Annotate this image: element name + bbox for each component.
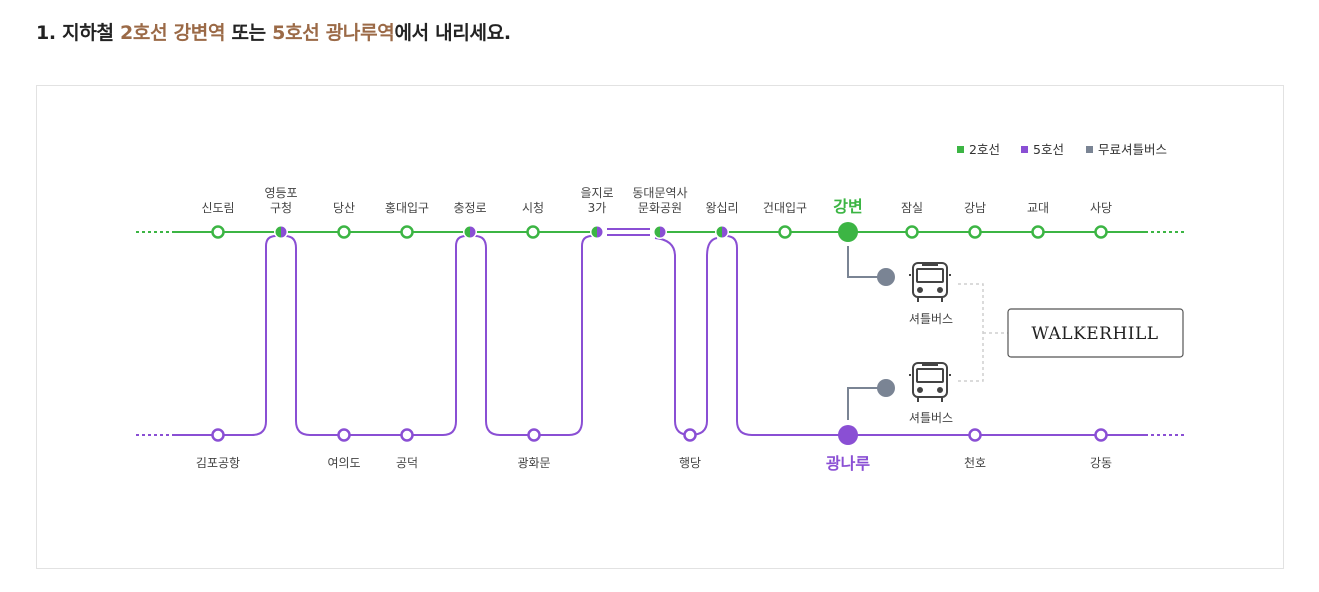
walkerhill-box: [1007, 308, 1184, 358]
legend-label-shuttle: 무료셔틀버스: [1098, 142, 1167, 157]
station-label-line5-4: 행당: [679, 455, 701, 470]
station-label-line2-13: 교대: [1027, 201, 1049, 215]
legend-swatch-shuttle: [1086, 146, 1093, 153]
shuttle-label-upper: 셔틀버스: [909, 312, 953, 326]
station-label-line2-10: 강변: [833, 197, 862, 216]
heading-suffix: 에서 내리세요.: [394, 22, 511, 44]
station-label-line2-4: 충정로: [453, 201, 486, 215]
station-ring-7: [653, 225, 667, 239]
station-half-line2-8: [716, 226, 722, 238]
heading-middle: 또는: [225, 22, 273, 44]
station-marker-line5-4: [683, 428, 697, 442]
station-ring-1: [274, 225, 288, 239]
legend: 2호선 5호선 무료셔틀버스: [957, 142, 1167, 157]
line5-stations: 김포공항 여의도 공덕 광화문 행당 광나루 천호 강동: [196, 425, 1112, 473]
station-label-line2-7: 동대문역사: [632, 186, 687, 200]
station-marker-line2-5: [526, 225, 540, 239]
station-marker-line5-7: [1094, 428, 1108, 442]
legend-label-line5: 5호선: [1033, 142, 1064, 157]
station-label-line2-11: 잠실: [901, 201, 923, 215]
station-half-line5-6: [597, 226, 603, 238]
station-label-line5-5: 광나루: [826, 454, 870, 473]
legend-swatch-line5: [1021, 146, 1028, 153]
heading-prefix: 1. 지하철: [36, 22, 121, 44]
station-half-line2-7: [654, 226, 660, 238]
station-label-line2-5: 시청: [522, 201, 544, 215]
station-marker-line2-2: [337, 225, 351, 239]
bus-icon: [909, 362, 951, 402]
station-ring-4: [463, 225, 477, 239]
line2-track: [136, 228, 1185, 236]
station-label-line2-8: 왕십리: [705, 201, 738, 215]
station-half-line5-1: [281, 226, 287, 238]
heading-line2-station: 2호선 강변역: [120, 22, 226, 44]
station-label-line2-6: 을지로: [580, 186, 613, 200]
station-half-line2-6: [591, 226, 597, 238]
station-label-line5-7: 강동: [1090, 456, 1112, 470]
station-half-line5-8: [722, 226, 728, 238]
station-label-line2-2: 당산: [333, 201, 355, 215]
station-marker-line2-9: [778, 225, 792, 239]
station-half-line2-1: [275, 226, 281, 238]
station-label-line2-7: 문화공원: [638, 201, 682, 215]
bus-icon: [909, 262, 951, 302]
station-marker-line5-6: [968, 428, 982, 442]
station-marker-line5-0: [211, 428, 225, 442]
heading-line5-station: 5호선 광나루역: [272, 22, 395, 44]
station-marker-line2-14: [1094, 225, 1108, 239]
station-label-line2-6: 3가: [588, 201, 607, 215]
shuttle-stop-lower: [877, 379, 895, 397]
station-marker-line2-0: [211, 225, 225, 239]
subway-map: [36, 85, 1284, 569]
station-ring-8: [715, 225, 729, 239]
shuttle-dashed-links: [958, 283, 1008, 382]
shuttle-connectors: [847, 246, 886, 420]
station-marker-line5-3: [527, 428, 541, 442]
station-label-line5-0: 김포공항: [196, 456, 240, 470]
station-ring-6: [590, 225, 604, 239]
station-label-line2-12: 강남: [964, 201, 986, 215]
station-marker-line5-5: [838, 425, 858, 445]
station-label-line2-9: 건대입구: [763, 201, 807, 215]
station-half-line5-7: [660, 226, 666, 238]
shuttle-label-lower: 셔틀버스: [909, 411, 953, 425]
station-marker-line2-10: [838, 222, 858, 242]
legend-swatch-line2: [957, 146, 964, 153]
station-label-line5-2: 공덕: [396, 456, 418, 470]
station-label-line2-14: 사당: [1090, 201, 1112, 215]
station-marker-line2-3: [400, 225, 414, 239]
station-label-line2-0: 신도림: [201, 201, 234, 215]
shuttle-stop-upper: [877, 268, 895, 286]
legend-label-line2: 2호선: [969, 142, 1000, 157]
station-label-line5-1: 여의도: [327, 456, 360, 470]
station-label-line2-1: 구청: [270, 201, 292, 215]
station-marker-line2-13: [1031, 225, 1045, 239]
station-label-line2-3: 홍대입구: [385, 201, 429, 215]
walkerhill-label: WALKERHILL: [1031, 324, 1158, 344]
page-title: 1. 지하철 2호선 강변역 또는 5호선 광나루역에서 내리세요.: [36, 18, 511, 45]
station-marker-line5-2: [400, 428, 414, 442]
station-label-line5-6: 천호: [964, 455, 986, 470]
station-label-line5-3: 광화문: [517, 456, 550, 470]
station-marker-line2-11: [905, 225, 919, 239]
station-half-line2-4: [464, 226, 470, 238]
station-half-line5-4: [470, 226, 476, 238]
station-marker-line5-1: [337, 428, 351, 442]
station-marker-line2-12: [968, 225, 982, 239]
station-label-line2-1: 영등포: [264, 186, 297, 200]
